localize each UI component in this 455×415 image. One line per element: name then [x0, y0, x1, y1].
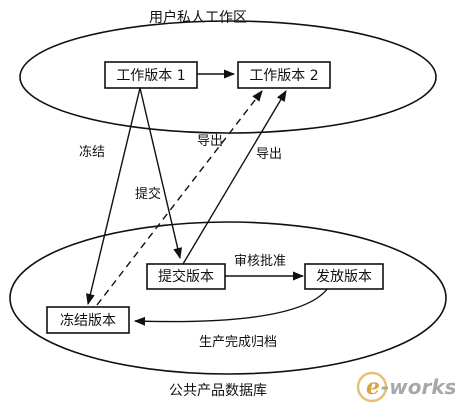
box-work-v1-label: 工作版本 1: [116, 68, 185, 84]
box-work-v2: 工作版本 2: [237, 61, 331, 89]
box-frozen-label: 冻结版本: [60, 312, 116, 329]
private-workspace-label: 用户私人工作区: [149, 9, 247, 26]
logo-suffix: -works: [381, 375, 455, 399]
edge-export-dashed: [96, 90, 263, 306]
edge-submit: [139, 87, 183, 260]
eworks-logo: e -works: [356, 371, 455, 403]
edge-label-export-dashed: 导出: [197, 134, 223, 149]
private-workspace-ellipse: [19, 20, 437, 134]
edge-archive: [133, 287, 329, 326]
edge-label-submit: 提交: [135, 186, 161, 202]
box-work-v2-label: 工作版本 2: [249, 68, 318, 84]
box-released-label: 发放版本: [316, 269, 372, 285]
edges: [86, 69, 329, 326]
edge-label-export-solid: 导出: [256, 147, 282, 162]
logo-ring-icon: [356, 371, 388, 403]
edge-label-freeze: 冻结: [79, 144, 105, 160]
box-frozen: 冻结版本: [46, 306, 130, 334]
edge-label-archive: 生产完成归档: [199, 335, 277, 350]
box-submitted-label: 提交版本: [158, 268, 214, 285]
box-released: 发放版本: [304, 263, 384, 290]
box-work-v1: 工作版本 1: [104, 61, 198, 89]
public-database-ellipse: [9, 221, 447, 375]
logo-prefix: e: [366, 374, 380, 400]
edge-export-solid: [182, 90, 287, 265]
edge-freeze: [86, 87, 141, 306]
edge-label-approve: 审核批准: [234, 254, 286, 269]
public-database-label: 公共产品数据库: [169, 383, 267, 399]
box-submitted: 提交版本: [146, 263, 226, 290]
